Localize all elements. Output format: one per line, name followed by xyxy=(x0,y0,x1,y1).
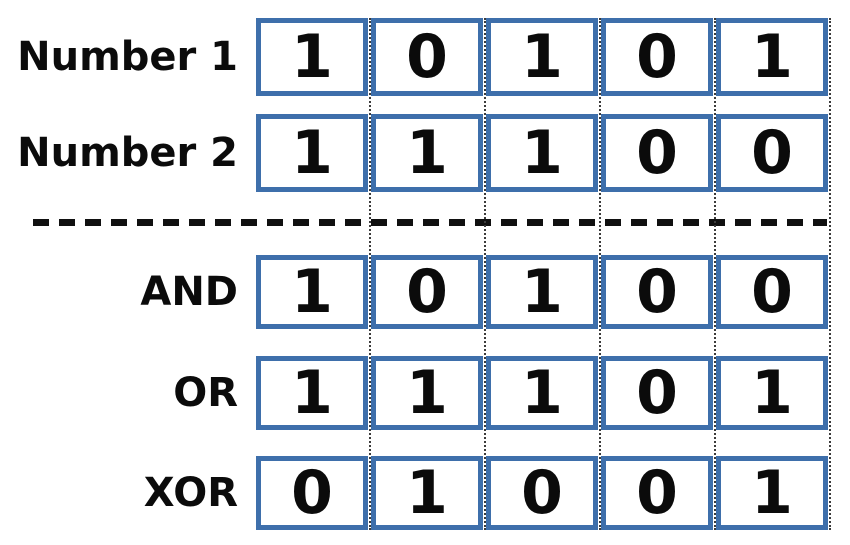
row-label-xor: XOR xyxy=(143,470,238,516)
bit-cell: 0 xyxy=(371,255,483,329)
row-label-or: OR xyxy=(173,370,238,416)
bit-cell: 0 xyxy=(716,114,828,192)
bit-cell: 1 xyxy=(256,114,368,192)
bit-cell: 0 xyxy=(601,456,713,530)
bit-cell: 1 xyxy=(486,114,598,192)
bit-cell: 0 xyxy=(601,255,713,329)
bit-cell: 0 xyxy=(256,456,368,530)
row-label-and: AND xyxy=(140,269,238,315)
bit-cell: 0 xyxy=(486,456,598,530)
bit-cell: 1 xyxy=(716,356,828,430)
bit-cell: 1 xyxy=(486,356,598,430)
bit-cell: 1 xyxy=(716,456,828,530)
row-label-number-2: Number 2 xyxy=(17,130,238,176)
bit-cell: 1 xyxy=(486,255,598,329)
dashed-separator-line xyxy=(33,219,827,226)
bit-cell: 0 xyxy=(601,114,713,192)
bit-cell: 1 xyxy=(716,18,828,96)
bit-cell: 1 xyxy=(256,356,368,430)
bit-cell: 0 xyxy=(601,18,713,96)
column-guide-line xyxy=(829,18,831,530)
row-label-number-1: Number 1 xyxy=(17,34,238,80)
bit-cell: 1 xyxy=(486,18,598,96)
bit-cell: 0 xyxy=(716,255,828,329)
bit-cell: 1 xyxy=(371,356,483,430)
bit-cell: 1 xyxy=(371,456,483,530)
bit-cell: 0 xyxy=(371,18,483,96)
bit-cell: 1 xyxy=(371,114,483,192)
bit-cell: 0 xyxy=(601,356,713,430)
bit-cell: 1 xyxy=(256,18,368,96)
bit-cell: 1 xyxy=(256,255,368,329)
